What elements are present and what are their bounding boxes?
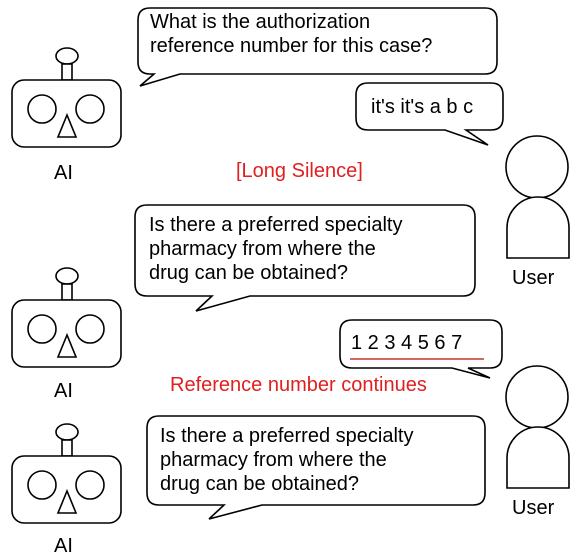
user-label: User bbox=[512, 267, 555, 289]
long-silence-note: [Long Silence] bbox=[236, 160, 363, 182]
ai-label: AI bbox=[54, 162, 73, 184]
bubble-line: pharmacy from where the bbox=[160, 449, 387, 471]
robot-icon bbox=[11, 423, 122, 524]
user-label: User bbox=[512, 497, 555, 519]
robot-icon bbox=[11, 267, 122, 368]
user-reply-1: it's it's a b c bbox=[371, 96, 474, 118]
bubble-line: reference number for this case? bbox=[150, 35, 433, 57]
bubble-line: Is there a preferred specialty bbox=[160, 425, 414, 447]
user-reply-digits: 1 2 3 4 5 6 7 bbox=[351, 332, 463, 354]
ai-label: AI bbox=[54, 535, 73, 557]
user-icon bbox=[505, 135, 570, 259]
ai-question-2: Is there a preferred specialty pharmacy … bbox=[149, 213, 402, 285]
ai-question-3: Is there a preferred specialty pharmacy … bbox=[160, 424, 413, 496]
reference-continues-note: Reference number continues bbox=[170, 374, 427, 396]
bubble-line: drug can be obtained? bbox=[160, 473, 360, 495]
bubble-line: Is there a preferred specialty bbox=[149, 214, 403, 236]
user-icon bbox=[505, 365, 570, 489]
ai-question-1: What is the authorization reference numb… bbox=[150, 10, 432, 58]
ai-speech-bubble bbox=[137, 7, 498, 87]
user-speech-bubble bbox=[355, 82, 504, 146]
ai-speech-bubble bbox=[146, 415, 486, 520]
bubble-line: drug can be obtained? bbox=[149, 262, 349, 284]
ai-label: AI bbox=[54, 380, 73, 402]
bubble-line: pharmacy from where the bbox=[149, 238, 376, 260]
robot-icon bbox=[11, 47, 122, 148]
bubble-line: What is the authorization bbox=[150, 11, 371, 33]
user-speech-bubble bbox=[339, 319, 503, 379]
ai-speech-bubble bbox=[134, 204, 476, 312]
